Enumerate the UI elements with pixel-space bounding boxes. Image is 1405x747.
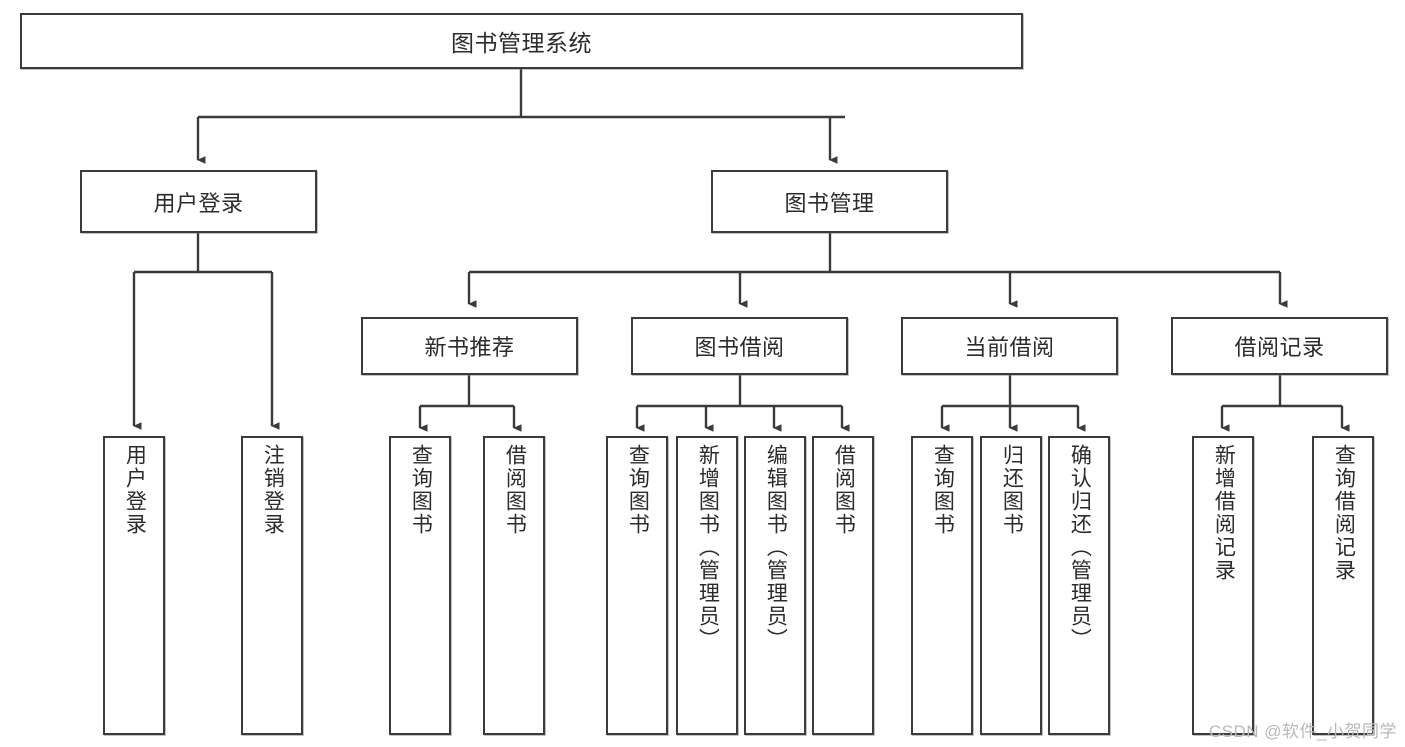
node-label: 查询图书 bbox=[931, 444, 955, 536]
node-book-management[interactable]: 图书管理 bbox=[711, 170, 948, 233]
node-label: 注销登录 bbox=[261, 444, 285, 536]
node-label: 用户登录 bbox=[123, 444, 147, 536]
node-leaf-borrow-book[interactable]: 借阅图书 bbox=[812, 436, 874, 735]
node-label: 归还图书 bbox=[1000, 444, 1024, 536]
node-borrow-record[interactable]: 借阅记录 bbox=[1171, 317, 1388, 375]
node-leaf-borrow-book-newbook[interactable]: 借阅图书 bbox=[483, 436, 545, 735]
node-label: 查询借阅记录 bbox=[1332, 444, 1356, 582]
node-leaf-query-book-newbook[interactable]: 查询图书 bbox=[389, 436, 451, 735]
node-label: 查询图书 bbox=[626, 444, 650, 536]
node-label: 编辑图书（管理员） bbox=[764, 444, 788, 651]
node-label: 图书管理 bbox=[784, 190, 875, 216]
node-label: 确认归还（管理员） bbox=[1068, 444, 1092, 651]
node-leaf-query-borrow-record[interactable]: 查询借阅记录 bbox=[1312, 436, 1374, 735]
node-label: 新书推荐 bbox=[424, 335, 515, 360]
node-leaf-add-borrow-record[interactable]: 新增借阅记录 bbox=[1192, 436, 1254, 735]
node-label: 借阅记录 bbox=[1234, 335, 1325, 360]
node-root-book-management-system[interactable]: 图书管理系统 bbox=[20, 13, 1023, 69]
node-label: 新增图书（管理员） bbox=[696, 444, 720, 651]
node-leaf-query-book-borrow[interactable]: 查询图书 bbox=[606, 436, 668, 735]
node-label: 借阅图书 bbox=[503, 444, 527, 536]
node-leaf-user-login[interactable]: 用户登录 bbox=[103, 436, 165, 735]
node-leaf-confirm-return-admin[interactable]: 确认归还（管理员） bbox=[1048, 436, 1110, 735]
node-leaf-query-book-current[interactable]: 查询图书 bbox=[911, 436, 973, 735]
node-label: 新增借阅记录 bbox=[1212, 444, 1236, 582]
node-leaf-edit-book-admin[interactable]: 编辑图书（管理员） bbox=[744, 436, 806, 735]
node-label: 用户登录 bbox=[153, 190, 244, 216]
node-leaf-add-book-admin[interactable]: 新增图书（管理员） bbox=[676, 436, 738, 735]
node-label: 图书管理系统 bbox=[451, 30, 592, 56]
node-label: 借阅图书 bbox=[832, 444, 856, 536]
node-label: 当前借阅 bbox=[964, 335, 1055, 360]
node-leaf-return-book[interactable]: 归还图书 bbox=[980, 436, 1042, 735]
node-user-login[interactable]: 用户登录 bbox=[80, 170, 317, 233]
node-current-borrow[interactable]: 当前借阅 bbox=[901, 317, 1118, 375]
node-label: 图书借阅 bbox=[694, 335, 785, 360]
node-leaf-logout[interactable]: 注销登录 bbox=[241, 436, 303, 735]
node-book-borrow[interactable]: 图书借阅 bbox=[631, 317, 848, 375]
node-label: 查询图书 bbox=[409, 444, 433, 536]
node-new-book-recommend[interactable]: 新书推荐 bbox=[361, 317, 578, 375]
